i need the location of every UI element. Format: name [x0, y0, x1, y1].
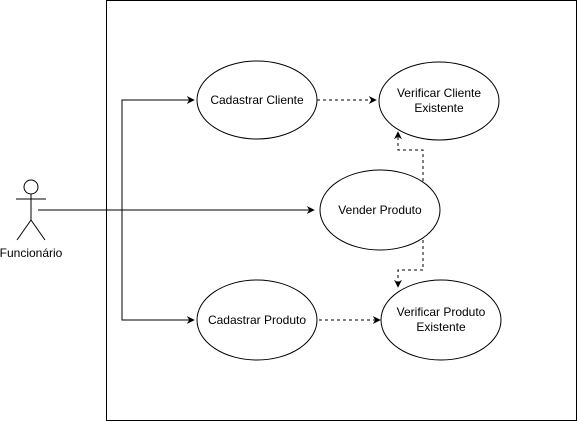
- actor-funcionario[interactable]: Funcionário: [0, 179, 63, 260]
- use-case-label-line-2: Existente: [414, 101, 464, 115]
- use-case-label: Cadastrar Cliente: [210, 93, 304, 107]
- use-case-label-line-1: Verificar Produto: [397, 305, 486, 319]
- use-case-label: Vender Produto: [338, 203, 422, 217]
- association-cadastrar-produto[interactable]: [121, 210, 195, 324]
- use-case-verificar-produto-existente[interactable]: Verificar Produto Existente: [380, 279, 502, 361]
- actor-head: [23, 179, 39, 195]
- dependency-vender-produto-verificar-cliente[interactable]: [394, 131, 424, 181]
- use-case-label-line-1: Verificar Cliente: [397, 86, 481, 100]
- use-case-ellipse: [378, 61, 500, 141]
- use-case-label: Cadastrar Produto: [208, 313, 306, 327]
- dependency-vender-produto-verificar-produto[interactable]: [394, 240, 424, 288]
- use-case-vender-produto[interactable]: Vender Produto: [319, 169, 441, 251]
- use-case-verificar-cliente-existente[interactable]: Verificar Cliente Existente: [378, 61, 500, 141]
- actor-label: Funcionário: [0, 246, 63, 260]
- actor-right-leg: [30, 219, 46, 241]
- association-cadastrar-cliente[interactable]: [121, 96, 195, 210]
- actor-left-leg: [16, 219, 32, 241]
- use-case-label-line-2: Existente: [416, 320, 466, 334]
- use-case-ellipse: [196, 279, 318, 361]
- use-case-ellipse: [380, 279, 502, 361]
- use-case-cadastrar-cliente[interactable]: Cadastrar Cliente: [196, 60, 318, 140]
- use-case-ellipse: [319, 169, 441, 251]
- use-case-ellipse: [196, 60, 318, 140]
- use-case-cadastrar-produto[interactable]: Cadastrar Produto: [196, 279, 318, 361]
